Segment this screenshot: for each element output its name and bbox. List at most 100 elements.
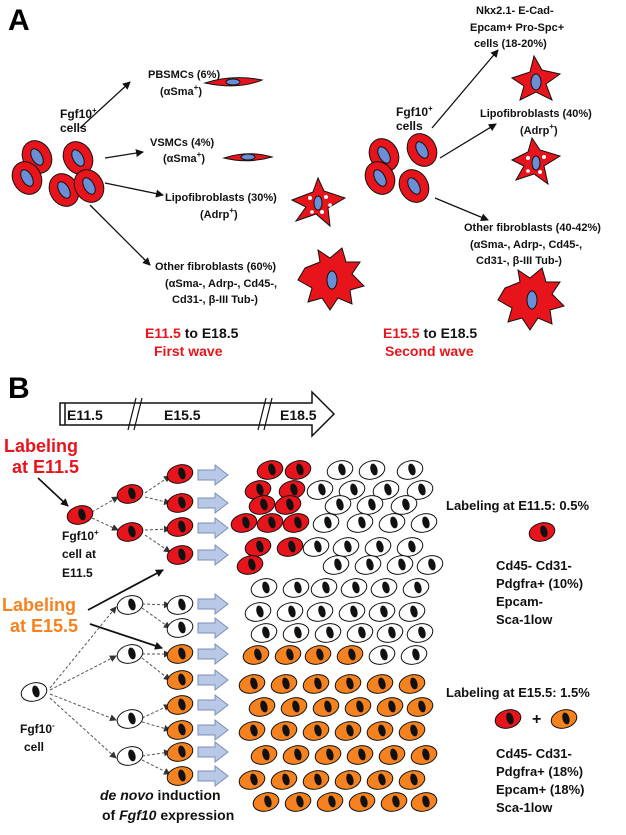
- timeline-e15: E15.5: [164, 407, 201, 423]
- fgf10-neg-cell-label: Fgf10-cell: [20, 721, 55, 754]
- left-source-label: Fgf10+cells: [60, 106, 97, 135]
- descendant-cell: [356, 495, 384, 515]
- descendant-cell: [334, 674, 362, 694]
- descendant-cell: [376, 623, 404, 643]
- descendant-cell: [416, 555, 444, 575]
- left-lipo-label: Lipofibroblasts (30%): [165, 192, 277, 204]
- expansion-arrow: [197, 491, 229, 515]
- right-other-marker-2: Cd31-, β-III Tub-): [476, 255, 562, 267]
- descendant-cell: [364, 537, 392, 557]
- descendant-cell: [340, 578, 368, 598]
- descendant-cell: [410, 745, 438, 765]
- lineage-cell: [166, 545, 194, 565]
- descendant-cell: [284, 460, 312, 480]
- descendant-cell: [302, 674, 330, 694]
- descendant-cell: [256, 460, 284, 480]
- descendant-cell: [396, 460, 424, 480]
- descendant-cell: [302, 537, 330, 557]
- panel-a-right-source-cells: [364, 133, 438, 203]
- descendant-cell: [378, 745, 406, 765]
- descendant-cell: [406, 623, 434, 643]
- descendant-cell: [310, 578, 338, 598]
- right-other-label: Other fibroblasts (40-42%): [464, 222, 601, 234]
- descendant-cell: [306, 602, 334, 622]
- descendant-cell: [314, 623, 342, 643]
- descendant-cell: [312, 513, 340, 533]
- left-other-fibroblast-cell: [297, 247, 365, 311]
- descendant-cell: [348, 792, 376, 812]
- result-e11-cell: [528, 522, 556, 542]
- descendant-cell: [238, 770, 266, 790]
- descendant-cell: [338, 480, 366, 500]
- descendant-cell: [406, 697, 434, 717]
- lineage-cell: [116, 595, 144, 615]
- descendant-cell: [398, 674, 426, 694]
- epithelial-label-1: Nkx2.1- E-Cad-: [476, 5, 554, 17]
- descendant-cell: [336, 645, 364, 665]
- descendant-cell: [250, 745, 278, 765]
- result-e15-title: Labeling at E15.5: 1.5%: [446, 685, 590, 700]
- second-wave-label: Second wave: [385, 343, 474, 359]
- first-wave-label: First wave: [154, 343, 223, 359]
- descendant-cell: [346, 745, 374, 765]
- descendant-cell: [238, 674, 266, 694]
- left-other-marker-1: (αSma-, Adrp-, Cd45-,: [165, 278, 277, 290]
- right-other-fibroblast-cell: [497, 267, 565, 331]
- descendant-cell: [314, 745, 342, 765]
- descendant-cell: [282, 623, 310, 643]
- pbsmc-marker: (αSma+): [160, 83, 202, 98]
- descendant-cell: [324, 495, 352, 515]
- left-lipo-marker: (Adrp+): [200, 206, 238, 221]
- right-lipo-label: Lipofibroblasts (40%): [480, 108, 592, 120]
- vsmc-label: VSMCs (4%): [150, 137, 215, 149]
- descendant-cell: [282, 513, 310, 533]
- pbsmc-cell: [203, 77, 264, 87]
- vsmc-marker: (αSma+): [163, 150, 205, 165]
- descendant-cell: [306, 480, 334, 500]
- descendant-cell: [282, 578, 310, 598]
- descendant-cell: [276, 602, 304, 622]
- expansion-arrow: [197, 668, 229, 692]
- first-wave-timing: E11.5 to E18.5: [145, 325, 239, 341]
- lineage-cell: [166, 742, 194, 762]
- expansion-arrow: [197, 693, 229, 717]
- expansion-arrow: [197, 463, 229, 487]
- descendant-cell: [380, 792, 408, 812]
- descendant-cell: [366, 770, 394, 790]
- result-e11-markers: Cd45- Cd31- Pdgfra+ (10%) Epcam- Sca-1lo…: [496, 558, 583, 627]
- descendant-cell: [276, 537, 304, 557]
- descendant-cell: [390, 495, 418, 515]
- descendant-cell: [354, 555, 382, 575]
- lineage-cell: [116, 644, 144, 664]
- descendant-cell: [242, 645, 270, 665]
- descendant-cell: [248, 697, 276, 717]
- lineage-cell: [116, 746, 144, 766]
- expansion-arrow: [197, 543, 229, 567]
- timeline-e18: E18.5: [280, 407, 317, 423]
- descendant-cell: [252, 792, 280, 812]
- descendant-cell: [366, 674, 394, 694]
- descendant-cell: [338, 602, 366, 622]
- descendant-cell: [270, 721, 298, 741]
- descendant-cell: [346, 513, 374, 533]
- lineage-cell: [116, 709, 144, 729]
- lineage-cell: [166, 695, 194, 715]
- timeline-e11: E11.5: [67, 407, 103, 423]
- descendant-cell: [312, 697, 340, 717]
- descendant-cell: [316, 792, 344, 812]
- descendant-cell: [256, 513, 284, 533]
- result-e15-orange-cell: [550, 709, 578, 729]
- lineage-cell: [166, 720, 194, 740]
- right-lipofibroblast-cell: [510, 136, 562, 186]
- lineage-cell: [166, 493, 194, 513]
- descendant-cell: [304, 645, 332, 665]
- descendant-cell: [274, 645, 302, 665]
- left-other-marker-2: Cd31-, β-III Tub-): [172, 294, 258, 306]
- descendant-cell: [244, 537, 272, 557]
- descendant-cell: [368, 602, 396, 622]
- descendant-cell: [398, 721, 426, 741]
- descendant-cell: [236, 555, 264, 575]
